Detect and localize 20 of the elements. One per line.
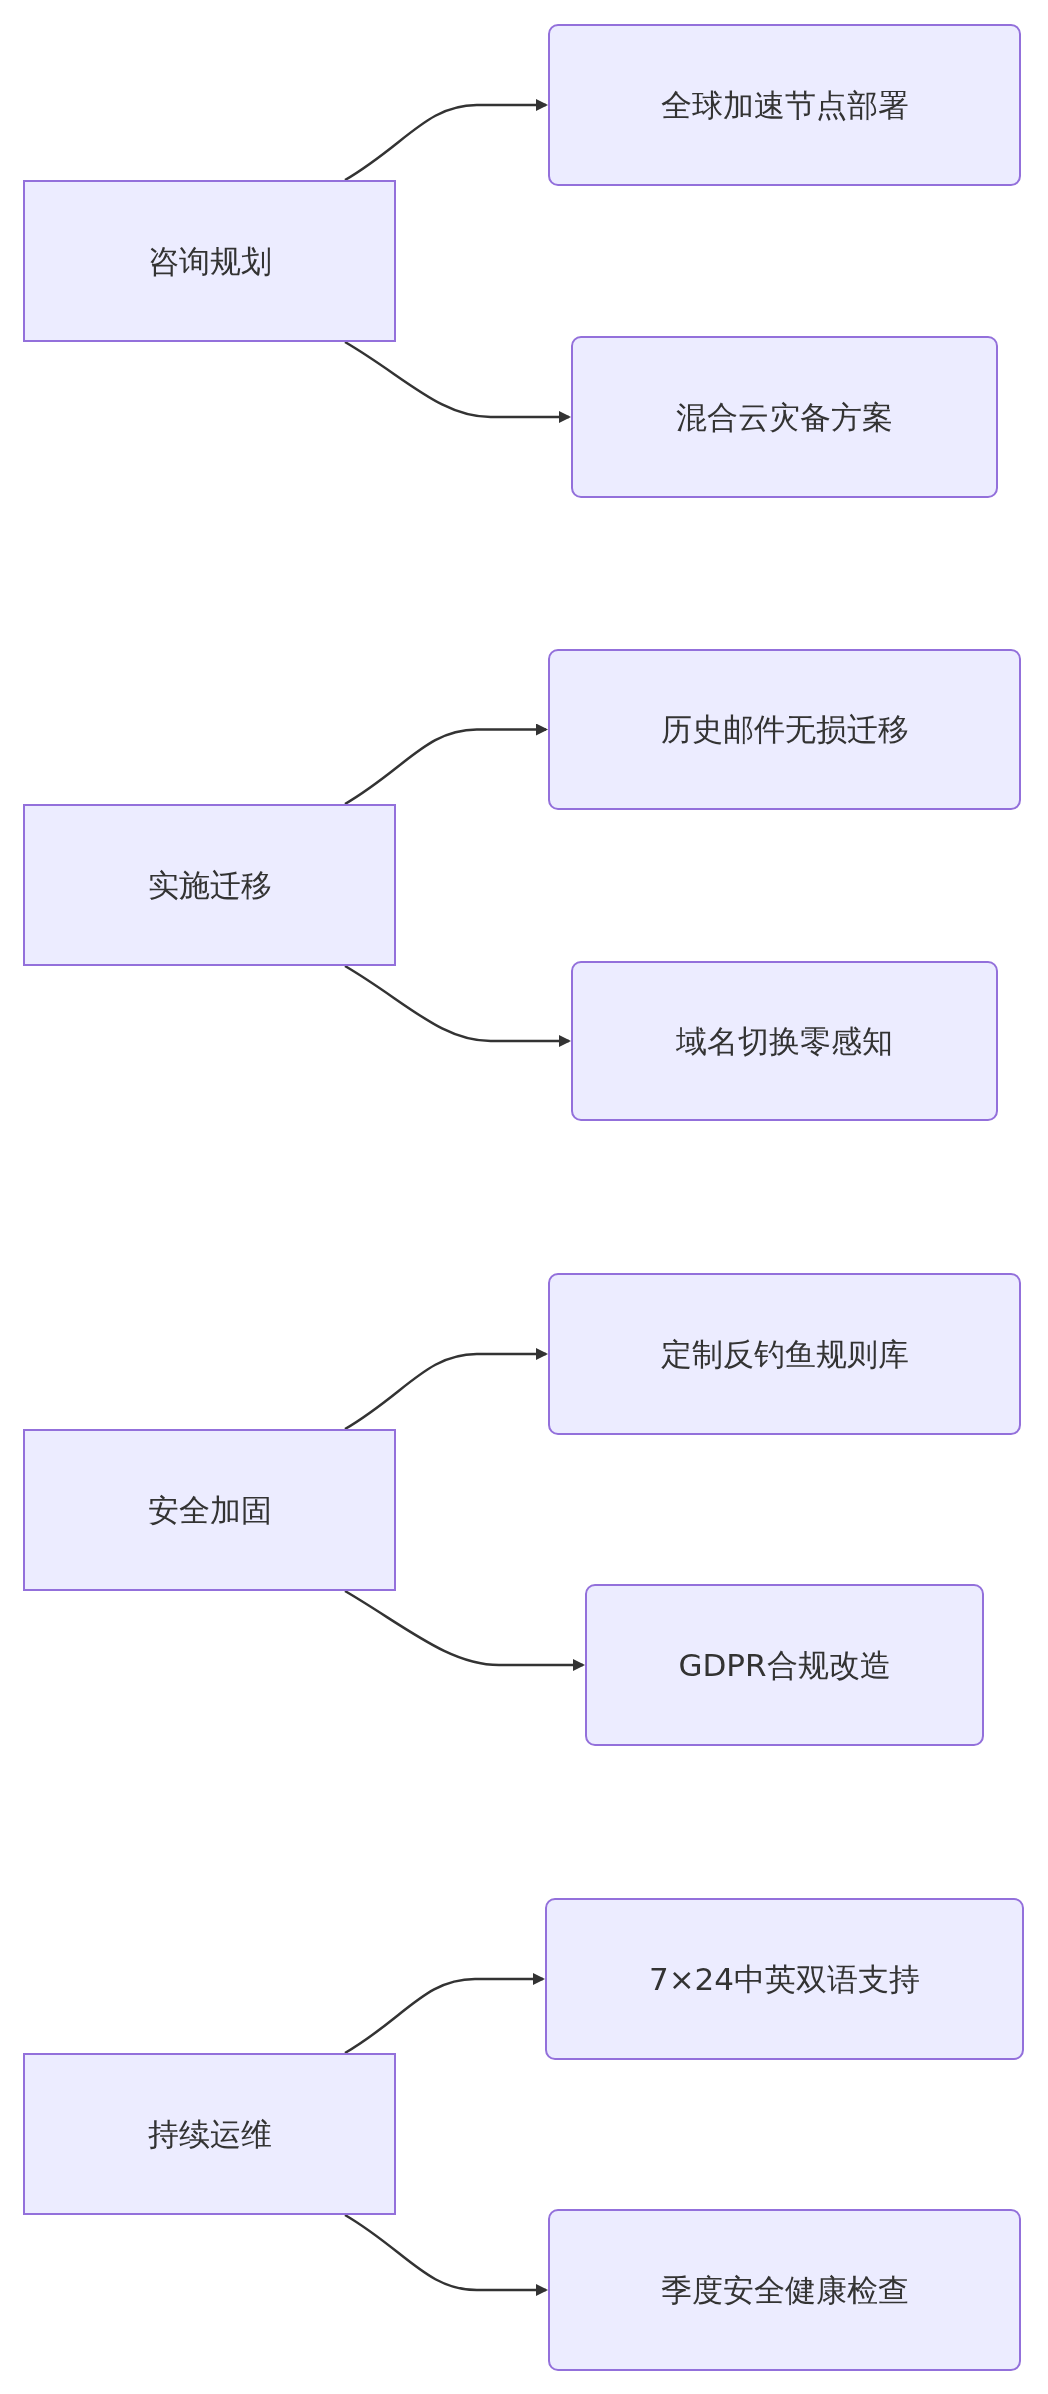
arrow <box>344 340 571 423</box>
rounded-process-box: 全球加速节点部署 <box>548 24 1021 186</box>
process-box: 安全加固 <box>23 1429 396 1591</box>
arrow <box>344 1589 585 1671</box>
rounded-process-box: 7×24中英双语支持 <box>545 1898 1024 2060</box>
rounded-process-box: 域名切换零感知 <box>571 961 998 1121</box>
process-box: 咨询规划 <box>23 180 396 342</box>
arrow <box>344 99 548 182</box>
arrow <box>344 964 571 1047</box>
arrow <box>344 1348 548 1431</box>
rounded-process-box: GDPR合规改造 <box>585 1584 984 1746</box>
rounded-process-box: 历史邮件无损迁移 <box>548 649 1021 810</box>
process-box: 持续运维 <box>23 2053 396 2215</box>
process-box: 实施迁移 <box>23 804 396 966</box>
arrow <box>344 723 548 806</box>
rounded-process-box: 定制反钓鱼规则库 <box>548 1273 1021 1435</box>
rounded-process-box: 季度安全健康检查 <box>548 2209 1021 2371</box>
arrow <box>344 1973 545 2055</box>
arrow <box>344 2213 548 2296</box>
rounded-process-box: 混合云灾备方案 <box>571 336 998 498</box>
